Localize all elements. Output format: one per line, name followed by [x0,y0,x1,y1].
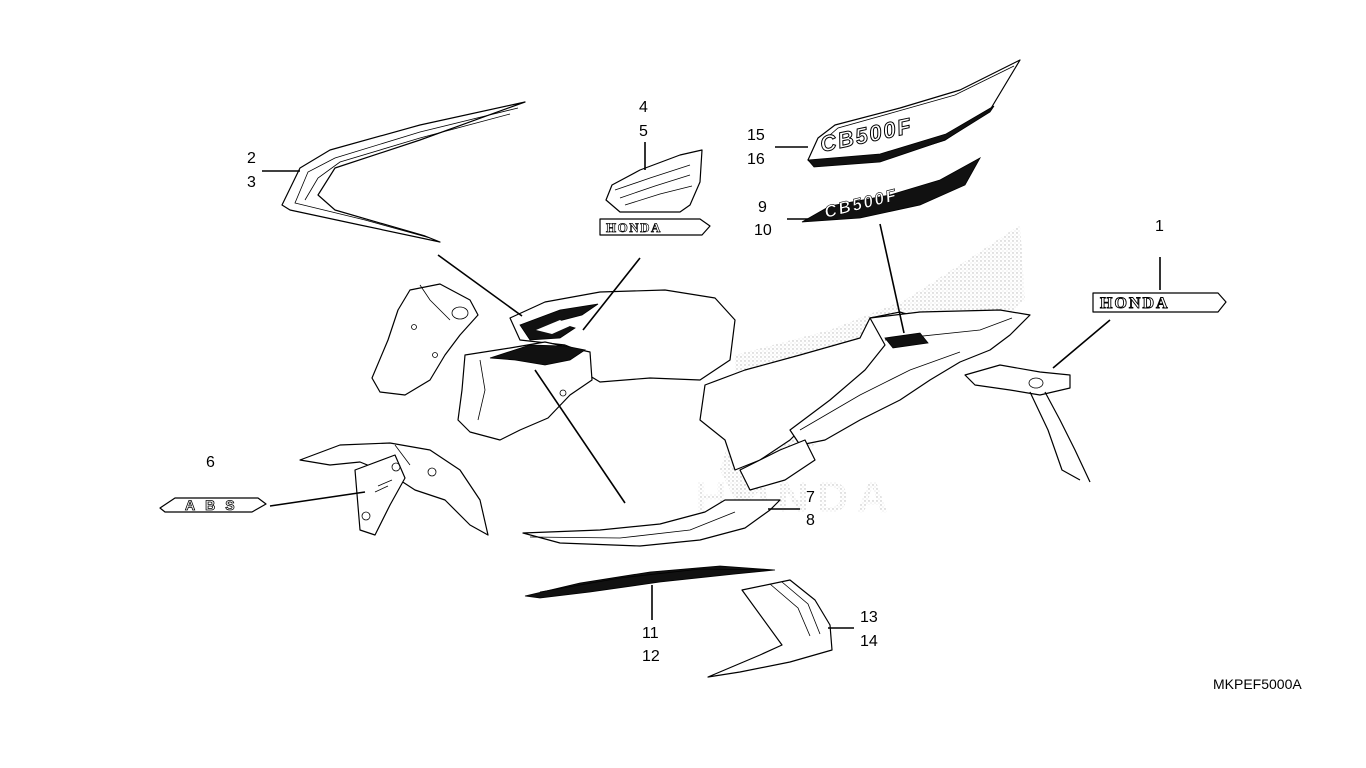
part-7-8-lower-stripe [522,499,781,547]
leader-4-5b [582,257,641,331]
leader-9-10b [879,223,905,334]
part-15-16-tail-stripe: CB500F [807,59,1021,168]
part-6-abs-emblem: ABS [159,497,267,513]
label-3: 3 [247,174,256,191]
tank-mark [489,303,599,366]
label-12: 12 [642,648,660,665]
part-4-5-wing-emblem: HONDA [599,149,711,236]
label-10: 10 [754,222,772,239]
part-1-honda-emblem: HONDA [1092,292,1227,313]
honda-small-text: HONDA [606,220,662,235]
label-6: 6 [206,454,215,471]
diagram-code: MKPEF5000A [1213,676,1302,692]
leader-1b [1052,319,1111,369]
label-1: 1 [1155,218,1164,235]
label-5: 5 [639,123,648,140]
part-13-14-v-stripe [707,579,833,678]
leader-2-3b [437,254,523,317]
leader-lines [262,142,1161,629]
label-11: 11 [642,625,659,642]
label-13: 13 [860,609,878,626]
label-8: 8 [806,512,815,529]
label-14: 14 [860,633,878,650]
leader-6 [269,491,366,507]
part-2-3-side-stripe [281,101,526,243]
label-9: 9 [758,199,767,216]
abs-text: ABS [185,497,245,513]
honda-large-text: HONDA [1100,295,1170,312]
label-15: 15 [747,127,765,144]
label-4: 4 [639,99,648,116]
part-9-10-tail-stripe: CB500F [801,156,982,223]
part-11-12-thin-stripe [524,565,776,599]
label-2: 2 [247,150,256,167]
label-16: 16 [747,151,765,168]
label-7: 7 [806,489,815,506]
leader-tank-lower [534,369,626,504]
